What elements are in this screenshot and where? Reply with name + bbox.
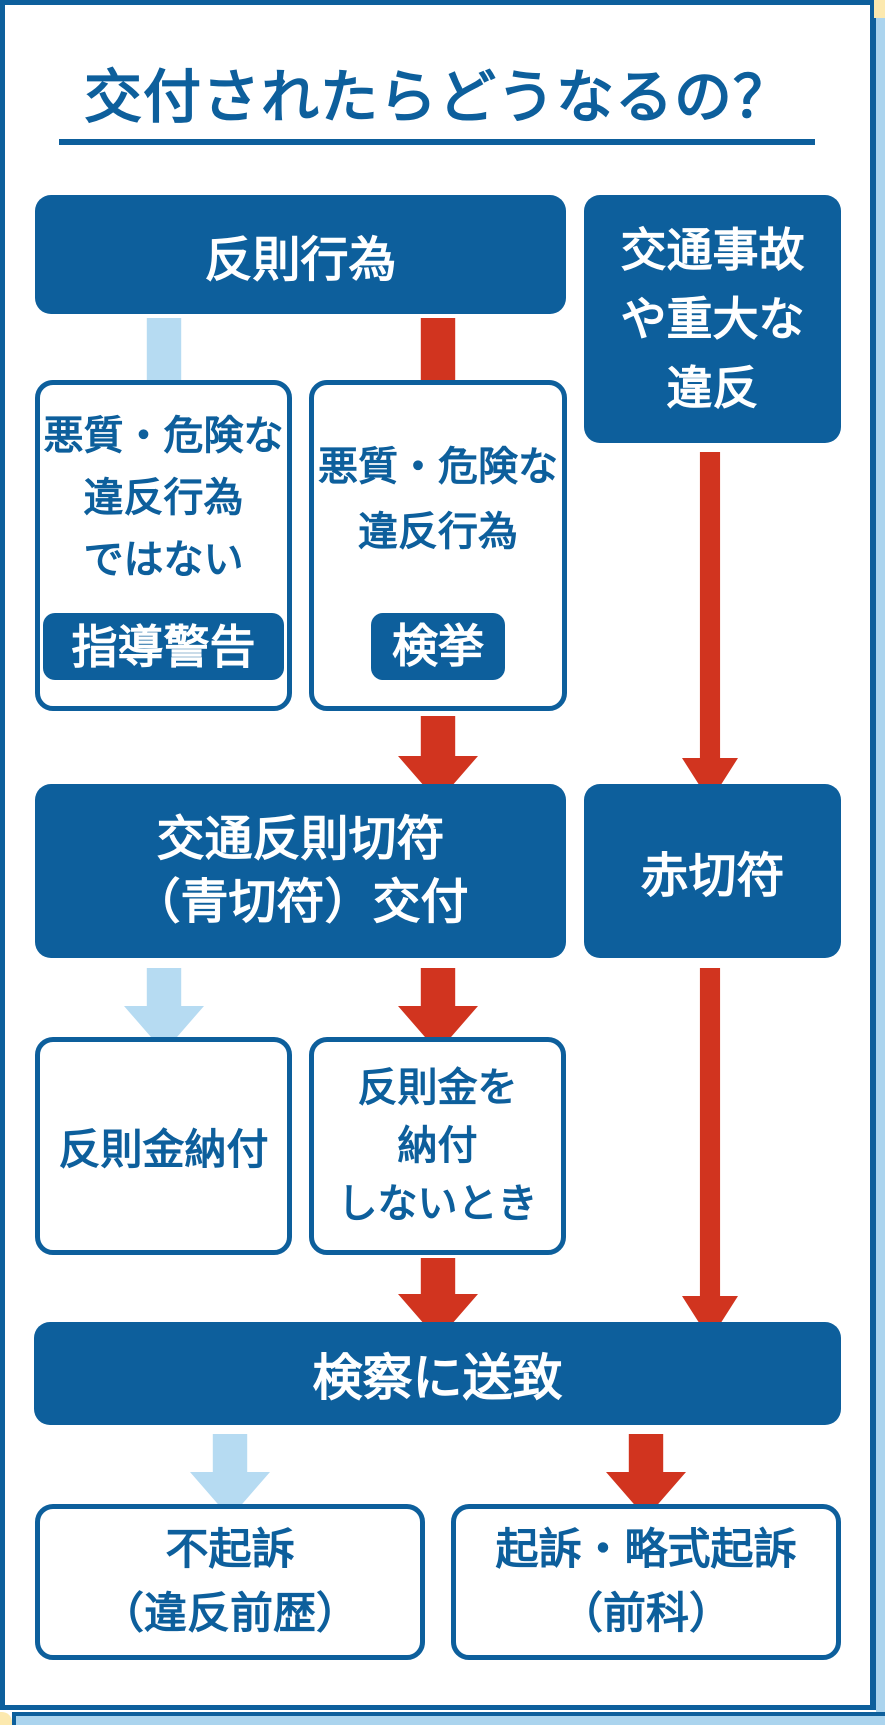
node-line: 起訴・略式起訴 [495,1526,797,1574]
node-line: しないとき [337,1182,538,1226]
node-label: 赤切符 [640,850,785,903]
node-line: や重大な [620,292,805,345]
node-line: （違反前歴） [101,1590,359,1638]
node-line: 交通反則切符 [156,813,445,866]
node-label: 反則行為 [204,233,397,287]
node-line: 違反行為 [358,510,518,554]
node-label: 検察に送致 [312,1349,563,1406]
background-corner-bottom-left [0,1712,12,1725]
node-line: 悪質・危険な [318,445,558,489]
node-line: 交通事故 [620,223,805,276]
node-not-malicious: 悪質・危険な 違反行為 ではない 指導警告 [35,380,292,711]
node-malicious: 悪質・危険な 違反行為 検挙 [309,380,567,711]
node-indicted: 起訴・略式起訴 （前科） [451,1504,841,1660]
node-line: （前科） [560,1590,732,1638]
title-underline [59,139,815,145]
node-red-ticket: 赤切符 [584,784,841,958]
badge-guidance-warning: 指導警告 [43,613,284,680]
node-line: 悪質・危険な [43,414,284,458]
node-fine-unpaid: 反則金を 納付 しないとき [309,1037,566,1255]
node-accident: 交通事故 や重大な 違反 [584,195,841,443]
node-line: 反則金を [357,1066,518,1110]
background-edge-right [876,18,885,1725]
node-line: 納付 [397,1124,478,1168]
node-line: ではない [83,538,244,582]
node-label: 反則金納付 [58,1125,269,1173]
node-line: 違反行為 [83,476,244,520]
node-fine-paid: 反則金納付 [35,1037,292,1255]
page-title: 交付されたらどうなるの？ [83,65,792,130]
node-blue-ticket: 交通反則切符 （青切符）交付 [35,784,566,958]
node-violation: 反則行為 [35,195,566,314]
next-card-edge [12,1712,885,1725]
node-not-indicted: 不起訴 （違反前歴） [35,1504,425,1660]
node-line: 違反 [666,361,759,414]
node-line: （青切符）交付 [132,876,469,929]
node-prosecution: 検察に送致 [34,1322,841,1425]
badge-kenkyo: 検挙 [371,613,505,680]
background-corner-top-right [874,0,885,18]
node-line: 不起訴 [165,1526,295,1574]
